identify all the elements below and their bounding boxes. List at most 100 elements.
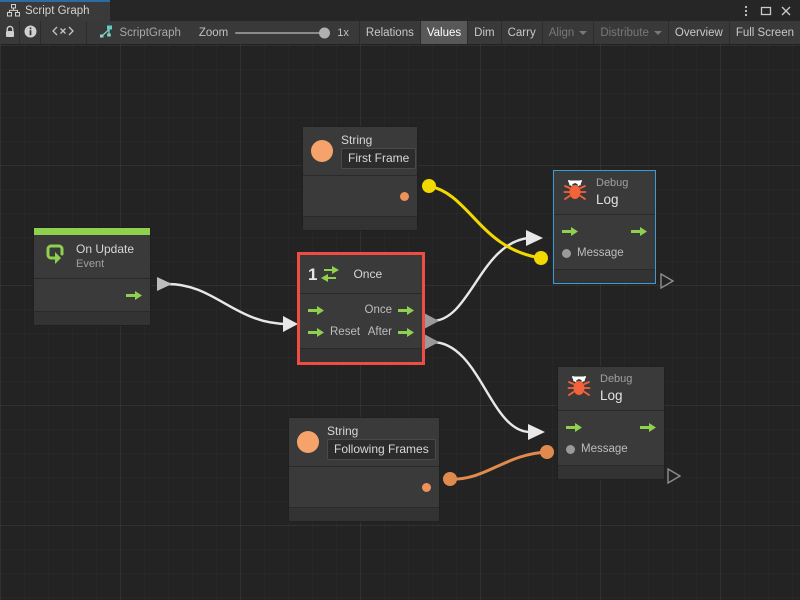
node-title-block: On Update Event <box>76 242 134 271</box>
arrow-green-icon <box>308 327 324 337</box>
port-label: After <box>367 326 392 338</box>
tab-script-graph[interactable]: Script Graph <box>0 0 110 21</box>
node-string-following-frames[interactable]: String Following Frames <box>288 417 440 523</box>
zoom-control: Zoom 1x <box>191 21 360 44</box>
zoom-slider-knob[interactable] <box>319 27 331 38</box>
port-row <box>558 416 664 438</box>
breadcrumb-label: ScriptGraph <box>119 26 181 39</box>
node-title: String <box>327 424 359 438</box>
node-title-top: Debug <box>600 373 633 386</box>
values-button[interactable]: Values <box>420 21 469 44</box>
string-value-input[interactable]: First Frame <box>341 148 417 170</box>
port-label: Once <box>364 304 393 316</box>
node-once[interactable]: 1 Once Once <box>297 252 425 365</box>
graph-hierarchy-icon <box>7 4 20 17</box>
node-body <box>34 279 150 312</box>
node-title-block: Debug Log <box>600 373 632 403</box>
node-title-block: String Following Frames <box>327 424 436 461</box>
node-debug-log-bottom[interactable]: Debug Log <box>557 366 665 480</box>
flow-output-port-once[interactable]: Once <box>364 304 414 316</box>
angle-brackets-x-icon <box>48 25 78 40</box>
flow-output-port[interactable] <box>126 290 142 301</box>
flow-input-port[interactable] <box>308 305 324 316</box>
variables-button[interactable] <box>41 21 87 44</box>
string-value-icon <box>311 140 333 163</box>
node-footer <box>34 312 150 325</box>
port-label: Message <box>581 443 628 455</box>
port-row: Message <box>558 438 664 460</box>
node-subtitle: Event <box>76 257 105 270</box>
value-port-dot <box>566 444 575 454</box>
string-value-input[interactable]: Following Frames <box>327 439 436 461</box>
chevron-down-icon <box>579 27 588 39</box>
arrow-green-icon <box>126 290 142 300</box>
node-footer <box>289 508 439 522</box>
flow-input-port-reset[interactable]: Reset <box>308 326 360 338</box>
tab-label: Script Graph <box>25 4 90 17</box>
flow-output-port[interactable] <box>640 422 656 433</box>
value-input-port-message[interactable]: Message <box>562 247 624 259</box>
graph-toolbar: ScriptGraph Zoom 1x Relations Values Dim… <box>0 21 800 45</box>
wire-end-arrow <box>283 316 298 332</box>
node-body <box>303 176 417 218</box>
unconnected-output-triangle[interactable] <box>660 273 674 289</box>
arrow-green-icon <box>562 226 578 236</box>
port-row <box>289 476 439 498</box>
node-string-first-frame[interactable]: String First Frame <box>302 126 418 232</box>
node-body: Message <box>558 411 664 466</box>
flow-output-port[interactable] <box>631 226 647 237</box>
wire-endpoint-dot <box>534 251 548 265</box>
breadcrumb[interactable]: ScriptGraph <box>87 21 191 44</box>
carry-label: Carry <box>507 26 536 39</box>
overview-button[interactable]: Overview <box>669 21 730 44</box>
event-header-strip <box>34 228 150 235</box>
lock-button[interactable] <box>0 21 21 44</box>
relations-button[interactable]: Relations <box>360 21 421 44</box>
carry-button[interactable]: Carry <box>502 21 543 44</box>
wire-end-arrow <box>526 230 543 246</box>
lock-icon <box>4 25 16 41</box>
value-output-port[interactable] <box>422 482 431 492</box>
value-port-dot <box>562 248 571 258</box>
distribute-dropdown[interactable]: Distribute <box>594 21 669 44</box>
overview-label: Overview <box>674 26 723 39</box>
value-input-port-message[interactable]: Message <box>566 443 628 455</box>
port-label: Reset <box>330 326 361 338</box>
value-port-dot <box>400 191 409 201</box>
node-header: 1 Once <box>300 255 422 294</box>
arrow-green-icon <box>398 327 414 337</box>
node-footer <box>554 270 655 283</box>
node-body <box>289 467 439 509</box>
node-header: Debug Log <box>558 367 664 411</box>
node-on-update[interactable]: On Update Event <box>33 227 151 326</box>
node-title-main: Log <box>600 387 623 403</box>
graph-canvas[interactable]: On Update Event <box>0 44 800 600</box>
value-output-port[interactable] <box>400 191 409 201</box>
port-row <box>303 185 417 207</box>
node-footer <box>300 349 422 362</box>
node-header: Debug Log <box>554 171 655 215</box>
values-label: Values <box>426 26 462 39</box>
zoom-value: 1x <box>337 26 349 39</box>
align-dropdown[interactable]: Align <box>543 21 595 44</box>
bug-icon <box>562 177 588 208</box>
dim-button[interactable]: Dim <box>468 21 502 44</box>
kebab-menu-icon[interactable] <box>737 2 755 20</box>
maximize-icon[interactable] <box>757 2 775 20</box>
zoom-slider[interactable] <box>235 26 331 40</box>
node-debug-log-top[interactable]: Debug Log <box>553 170 656 284</box>
full-screen-button[interactable]: Full Screen <box>730 21 800 44</box>
info-button[interactable] <box>20 21 41 44</box>
unconnected-output-triangle[interactable] <box>667 468 681 484</box>
flow-input-port[interactable] <box>566 422 582 433</box>
port-row <box>554 220 655 242</box>
string-value-icon <box>297 431 319 454</box>
flow-output-port-after[interactable]: After <box>368 326 414 338</box>
info-icon <box>24 25 37 41</box>
wire-port-triangle <box>424 313 439 329</box>
node-title: Once <box>353 266 383 281</box>
distribute-label: Distribute <box>600 26 649 39</box>
close-icon[interactable] <box>777 2 795 20</box>
node-footer <box>558 466 664 479</box>
flow-input-port[interactable] <box>562 226 578 237</box>
